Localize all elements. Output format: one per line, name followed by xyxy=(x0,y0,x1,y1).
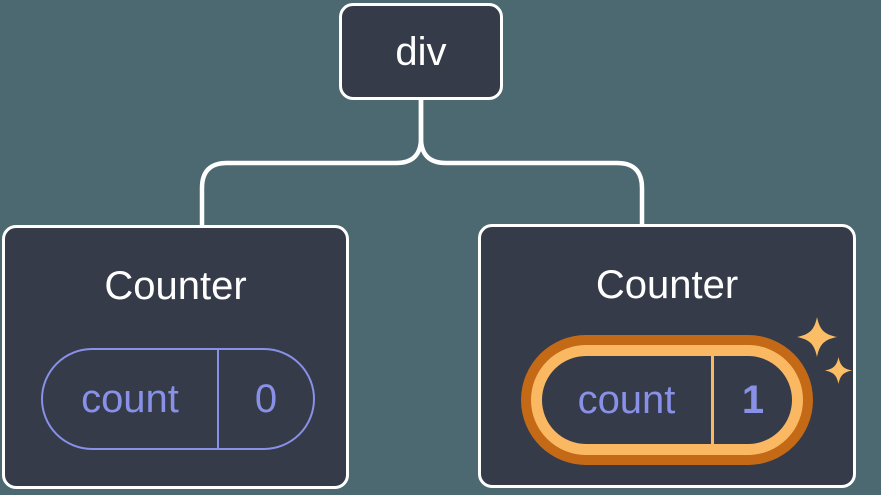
state-name-label: count xyxy=(542,356,714,444)
connector-left-branch xyxy=(199,100,424,227)
state-value: 1 xyxy=(741,378,765,422)
state-name-label: count xyxy=(43,350,219,448)
sparkle-large-icon xyxy=(797,317,837,357)
state-value: 0 xyxy=(254,377,278,421)
state-pill-highlight-ring: count 1 xyxy=(531,345,803,455)
sparkle-small-icon xyxy=(825,357,852,384)
connector-right-branch xyxy=(418,100,645,226)
state-pill: count 0 xyxy=(41,348,315,450)
sparkles-icon xyxy=(797,317,852,384)
component-title: Counter xyxy=(595,263,739,307)
counter-card-left: Counter count 0 xyxy=(2,225,349,489)
root-node: div xyxy=(339,3,503,100)
state-pill-highlighted: count 1 xyxy=(521,335,813,465)
counter-card-right: Counter count 1 xyxy=(478,224,856,488)
component-title: Counter xyxy=(104,264,247,308)
root-node-label: div xyxy=(395,29,447,74)
